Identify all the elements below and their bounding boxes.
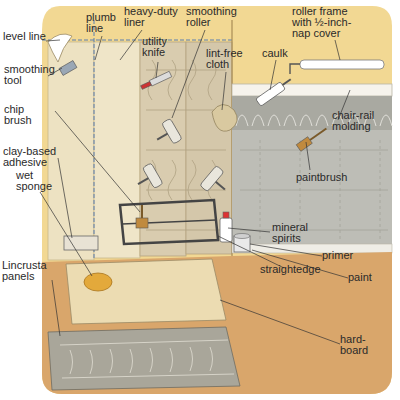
part-label: plumb line (86, 12, 120, 34)
part-label: caulk (262, 48, 302, 59)
part-label: chair-rail molding (332, 110, 394, 132)
roller-frame (290, 60, 384, 74)
part-label: primer (322, 250, 372, 261)
floor (42, 252, 392, 394)
part-label: paint (348, 272, 388, 283)
lincrusta-panel (48, 327, 240, 390)
level-line (42, 40, 232, 41)
plumb-line (94, 20, 95, 258)
part-label: roller frame with ½-inch-nap cover (292, 6, 360, 39)
adhesive-tray (64, 236, 98, 250)
room-backdrop (42, 6, 392, 394)
part-label: straightedge (260, 264, 340, 275)
cans (220, 212, 250, 252)
part-label: Lincrusta panels (2, 260, 58, 282)
liner-strips (48, 42, 232, 260)
part-label: utility knife (142, 36, 182, 58)
part-label: smoothing roller (186, 6, 242, 28)
leader-lines (40, 30, 350, 344)
part-label: mineral spirits (272, 222, 322, 244)
part-label: smoothing tool (4, 64, 56, 86)
peeling-liner (48, 34, 72, 62)
part-label: clay-based adhesive (3, 146, 67, 168)
part-label: chip brush (4, 104, 44, 126)
part-label: lint-free cloth (206, 48, 262, 70)
chip-brush (136, 205, 148, 228)
hardboard (66, 259, 226, 324)
part-label: paintbrush (296, 172, 366, 183)
straightedge (120, 200, 218, 244)
part-label: heavy-duty liner (124, 6, 180, 28)
part-label: level line (3, 31, 63, 42)
part-label: hard-board (340, 334, 372, 356)
wet-sponge (84, 273, 112, 291)
part-label: wet sponge (16, 170, 56, 192)
